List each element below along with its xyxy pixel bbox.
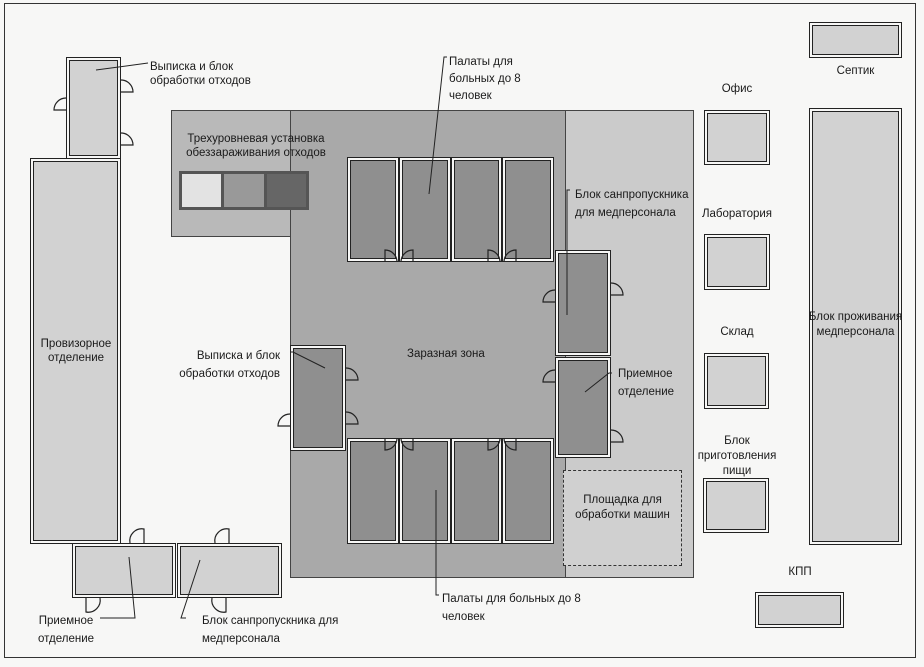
label-warehouse: Склад bbox=[720, 326, 754, 338]
site-boundary bbox=[4, 3, 916, 658]
tank-3 bbox=[266, 174, 306, 207]
ward-top-1 bbox=[347, 157, 399, 262]
reception-bottom bbox=[72, 543, 176, 598]
label-wards-bottom: Палаты для больных до 8 человек bbox=[442, 593, 581, 623]
label-septic: Септик bbox=[836, 65, 875, 77]
label-sanpass-bottom: Блок санпропускника для медперсонала bbox=[202, 615, 339, 645]
label-staff-housing: Блок проживания медперсонала bbox=[808, 311, 903, 338]
discharge-waste-block-top bbox=[66, 57, 121, 159]
car-platform bbox=[563, 470, 682, 566]
ward-bottom-3 bbox=[451, 438, 502, 544]
laboratory bbox=[704, 234, 770, 290]
label-infectious-zone: Заразная зона bbox=[407, 348, 485, 360]
ward-top-2 bbox=[399, 157, 451, 262]
label-discharge-waste-zone: Выписка и блок обработки отходов bbox=[179, 350, 280, 380]
label-sanpass-right: Блок санпропускника для медперсонала bbox=[575, 189, 689, 219]
ward-top-3 bbox=[451, 157, 502, 262]
kitchen bbox=[703, 478, 769, 533]
label-laboratory: Лаборатория bbox=[701, 208, 773, 220]
discharge-waste-block-zone bbox=[290, 345, 346, 451]
label-reception-right: Приемное отделение bbox=[618, 368, 675, 398]
warehouse bbox=[704, 353, 769, 409]
label-checkpoint: КПП bbox=[788, 566, 812, 578]
label-three-level-unit: Трехуровневая установка обеззараживания … bbox=[186, 133, 326, 159]
tank-1 bbox=[182, 174, 222, 207]
sanpass-right bbox=[555, 250, 611, 356]
label-reception-bottom: Приемное отделение bbox=[37, 615, 95, 645]
ward-top-4 bbox=[502, 157, 554, 262]
label-wards-top: Палаты для больных до 8 человек bbox=[449, 56, 521, 102]
leader-lines bbox=[95, 56, 612, 619]
waste-unit-tanks bbox=[179, 171, 309, 210]
ward-bottom-2 bbox=[399, 438, 451, 544]
ward-bottom-4 bbox=[502, 438, 554, 544]
sanpass-bottom bbox=[177, 543, 282, 598]
label-provisional-dept: Провизорное отделение bbox=[40, 338, 112, 364]
label-car-platform: Площадка для обработки машин bbox=[575, 494, 670, 521]
checkpoint bbox=[755, 592, 844, 628]
reception-right bbox=[555, 357, 611, 458]
staff-housing bbox=[809, 108, 902, 545]
office bbox=[704, 110, 770, 165]
ward-bottom-1 bbox=[347, 438, 399, 544]
label-office: Офис bbox=[721, 83, 753, 95]
door-icons bbox=[53, 79, 624, 613]
label-discharge-waste-top: Выписка и блок обработки отходов bbox=[150, 61, 251, 87]
tank-2 bbox=[224, 174, 264, 207]
septic bbox=[809, 22, 902, 58]
label-kitchen: Блок приготовления пищи bbox=[697, 435, 777, 477]
